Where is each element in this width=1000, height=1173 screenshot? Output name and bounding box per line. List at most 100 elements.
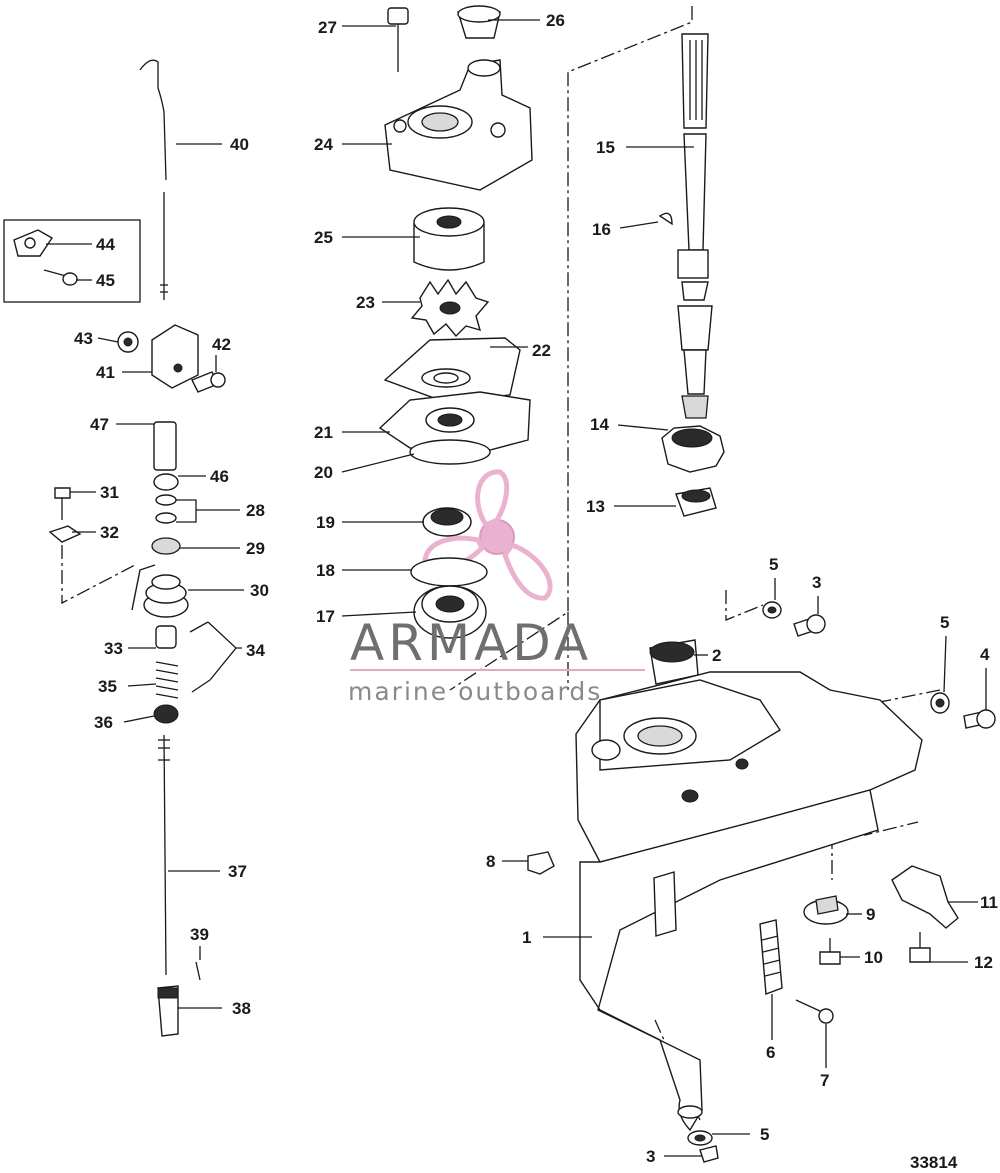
shift-bracket [48,525,82,543]
callout-5-right: 5 [940,613,949,632]
callout-labels: 27 26 24 25 23 22 21 20 19 18 17 15 16 1… [74,11,998,1166]
screw-c [699,1145,719,1163]
callout-28: 28 [246,501,265,520]
retainer-screw [43,269,67,277]
callout-41: 41 [96,363,115,382]
callout-5-top: 5 [769,555,778,574]
callout-29: 29 [246,539,265,558]
callout-31: 31 [100,483,119,502]
water-inlet-screen [759,919,783,995]
callout-12: 12 [974,953,993,972]
callout-17: 17 [316,607,335,626]
callout-30: 30 [250,581,269,600]
water-pump-assembly [378,5,699,685]
roll-pin-lower [191,679,211,693]
shift-grommet [131,564,189,618]
water-pump-impeller [410,278,490,338]
callout-15: 15 [596,138,615,157]
detent-pin [155,625,177,649]
diagram-part-number: 33814 [910,1153,958,1172]
bracket-screw [54,487,71,520]
callout-14: 14 [590,415,609,434]
callout-47: 47 [90,415,109,434]
callout-37: 37 [228,862,247,881]
o-ring-upper [155,494,177,506]
shift-seal [151,537,181,555]
callout-6: 6 [766,1043,775,1062]
callout-36: 36 [94,713,113,732]
pump-insert [413,207,485,271]
oil-seal [422,507,472,537]
callout-19: 19 [316,513,335,532]
leader-lines [46,19,987,1157]
inset-box [3,219,141,303]
callout-43: 43 [74,329,93,348]
anode-screw [819,938,841,965]
anode-washer [803,895,849,925]
callout-27: 27 [318,18,337,37]
lower-shift-shaft [163,734,167,976]
callout-16: 16 [592,220,611,239]
pump-screw [387,7,409,72]
shift-cam-pin [195,961,201,981]
trim-tab-anode [891,865,959,929]
callout-5-bottom: 5 [760,1125,769,1144]
callout-39: 39 [190,925,209,944]
pump-base [378,391,531,451]
seal-o-ring [410,557,488,587]
callout-23: 23 [356,293,375,312]
shift-connector-block [151,324,199,389]
trim-tab-screw [909,932,931,963]
screw-a [793,614,826,637]
callout-11: 11 [980,893,998,912]
watermark-brand: ARMADA [350,614,592,672]
pinion-gear [661,425,725,473]
misc-fasteners [527,601,996,1163]
callout-8: 8 [486,852,495,871]
callout-21: 21 [314,423,333,442]
shift-rod-assembly [48,59,226,1037]
driveshaft [677,33,713,419]
ball-bearing [413,585,487,639]
callout-38: 38 [232,999,251,1018]
needle-bearing [649,639,699,685]
callout-10: 10 [864,948,883,967]
callout-9: 9 [866,905,875,924]
callout-46: 46 [210,467,229,486]
callout-7: 7 [820,1071,829,1090]
callout-20: 20 [314,463,333,482]
detent-spring [155,661,179,699]
callout-2: 2 [712,646,721,665]
callout-4: 4 [980,645,990,664]
o-ring-lower [155,512,177,524]
gearcase-housing [575,671,923,1132]
pump-face-plate [383,337,521,403]
pinion-nut [675,487,717,517]
watermark-tagline: marine outboards [348,677,602,706]
callout-3-top: 3 [812,573,821,592]
detent-cup [153,704,179,724]
upper-shift-rod [139,59,167,181]
pump-gasket [409,439,491,465]
callout-42: 42 [212,335,231,354]
callout-32: 32 [100,523,119,542]
callout-40: 40 [230,135,249,154]
driveshaft-assembly [658,33,725,517]
callout-24: 24 [314,135,333,154]
screw-b [963,709,996,729]
callout-26: 26 [546,11,565,30]
screen-screw [795,999,834,1024]
callout-18: 18 [316,561,335,580]
hex-nut [527,851,555,875]
callout-3-bottom: 3 [646,1147,655,1166]
woodruff-key [658,212,673,226]
shift-bushing [153,473,179,491]
callout-13: 13 [586,497,605,516]
callout-1: 1 [522,928,531,947]
pump-housing [384,59,533,191]
callout-45: 45 [96,271,115,290]
callout-25: 25 [314,228,333,247]
callout-34: 34 [246,641,265,660]
callout-22: 22 [532,341,551,360]
